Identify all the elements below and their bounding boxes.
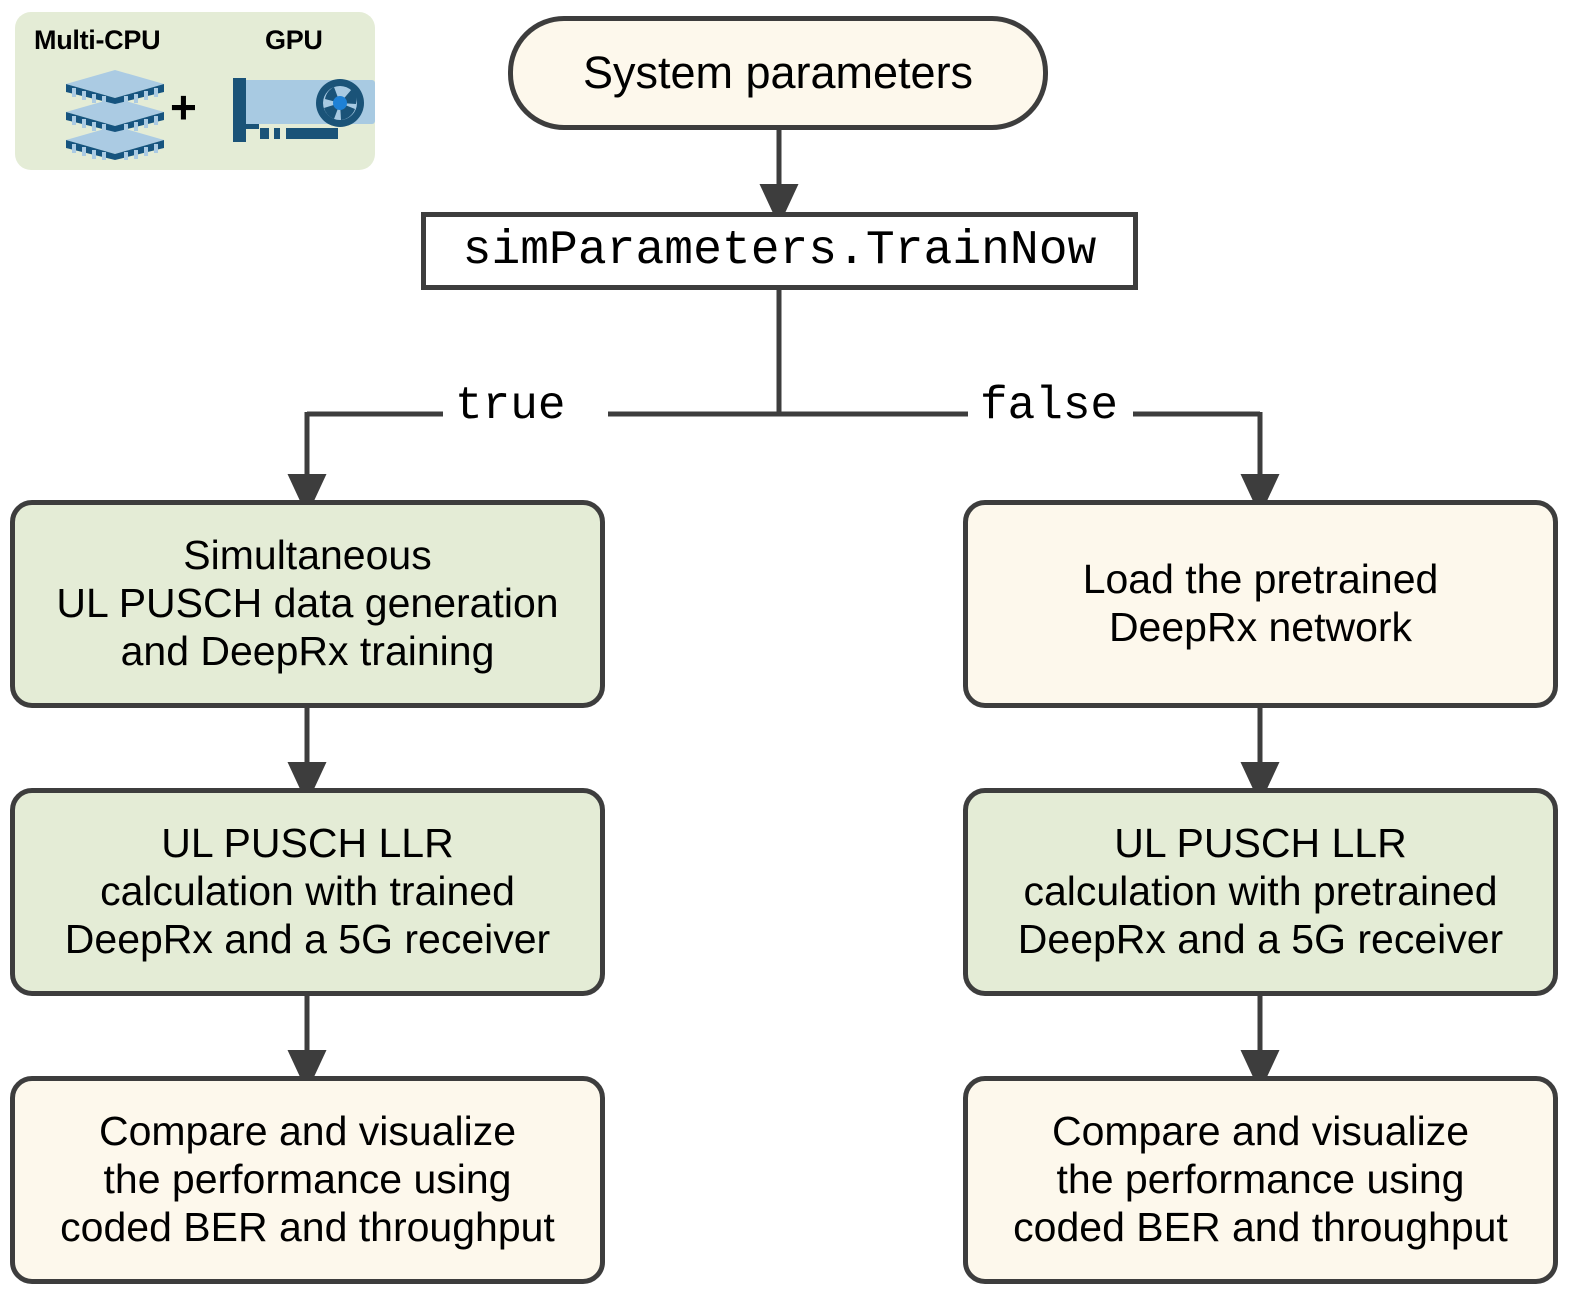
legend-plus-sign: +	[170, 81, 197, 133]
node-compare-left[interactable]: Compare and visualize the performance us…	[10, 1076, 605, 1284]
node-load-pretrained[interactable]: Load the pretrained DeepRx network	[963, 500, 1558, 708]
cpu-stack-icon	[60, 66, 170, 161]
node-llr-pretrained[interactable]: UL PUSCH LLR calculation with pretrained…	[963, 788, 1558, 996]
legend-gpu-label: GPU	[265, 25, 323, 55]
node-simultaneous-training[interactable]: Simultaneous UL PUSCH data generation an…	[10, 500, 605, 708]
legend-cpu-label: Multi-CPU	[34, 25, 161, 55]
node-compare-left-text: Compare and visualize the performance us…	[60, 1108, 555, 1250]
node-llr-trained[interactable]: UL PUSCH LLR calculation with trained De…	[10, 788, 605, 996]
node-decision-trainnow[interactable]: simParameters.TrainNow	[421, 212, 1138, 290]
hardware-legend-panel: Multi-CPU GPU	[15, 12, 375, 170]
node-compare-right-text: Compare and visualize the performance us…	[1013, 1108, 1508, 1250]
node-decision-trainnow-text: simParameters.TrainNow	[462, 223, 1097, 278]
node-simultaneous-training-text: Simultaneous UL PUSCH data generation an…	[56, 532, 559, 674]
branch-label-true: true	[443, 383, 578, 429]
node-load-pretrained-text: Load the pretrained DeepRx network	[1082, 556, 1439, 650]
node-llr-pretrained-text: UL PUSCH LLR calculation with pretrained…	[1017, 820, 1504, 962]
node-system-parameters[interactable]: System parameters	[508, 16, 1048, 130]
node-system-parameters-text: System parameters	[582, 46, 974, 98]
node-llr-trained-text: UL PUSCH LLR calculation with trained De…	[64, 820, 551, 962]
node-compare-right[interactable]: Compare and visualize the performance us…	[963, 1076, 1558, 1284]
branch-label-false: false	[968, 383, 1131, 429]
gpu-card-icon	[230, 72, 378, 156]
